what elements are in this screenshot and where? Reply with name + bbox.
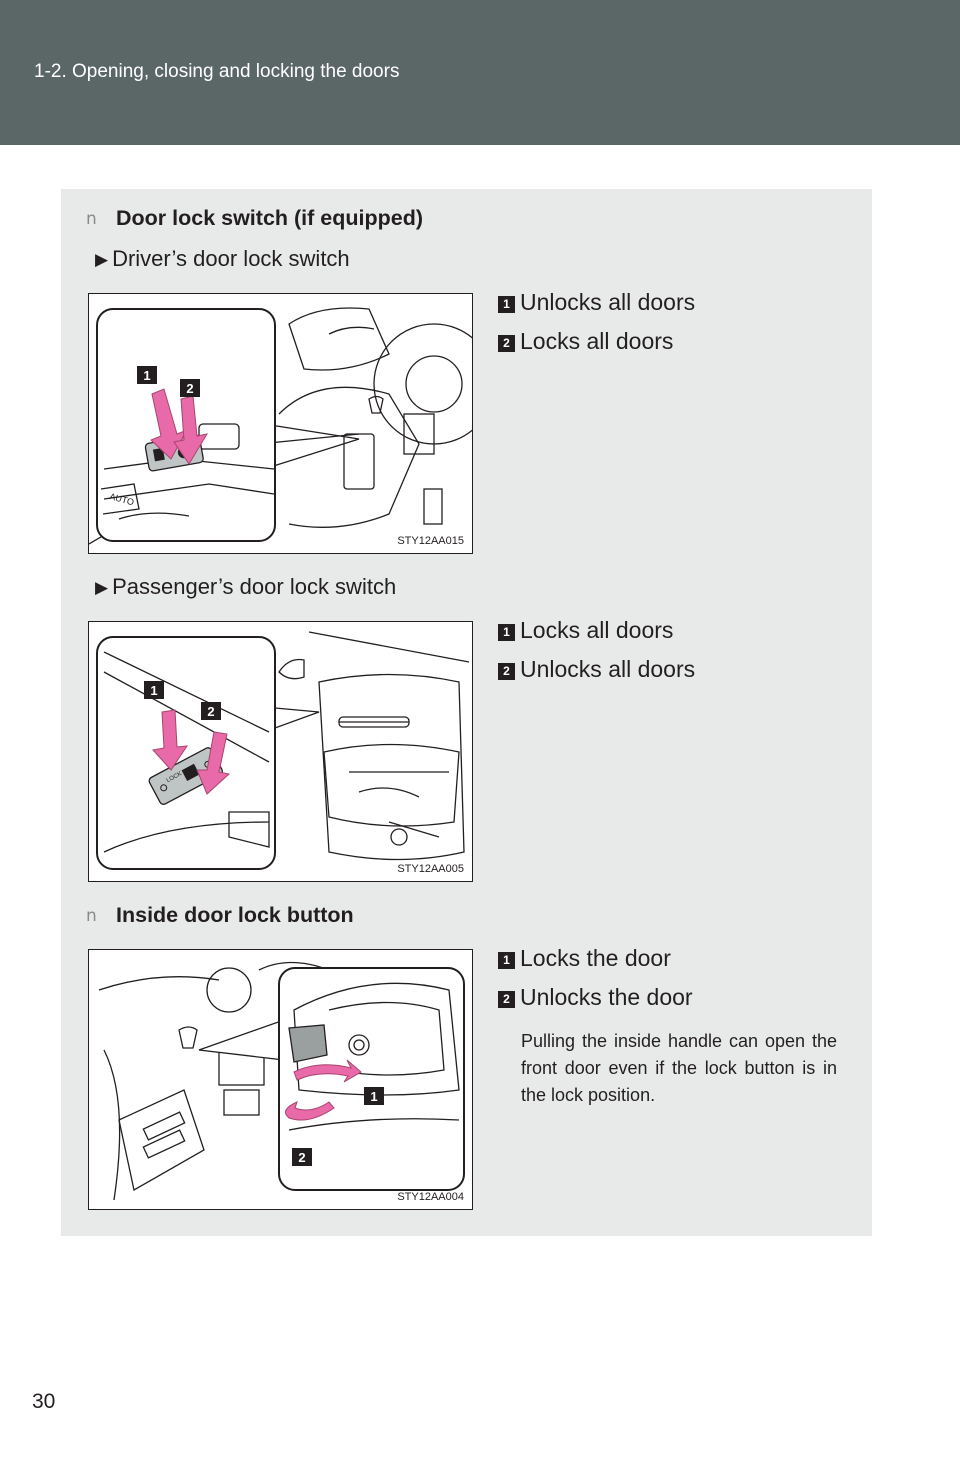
inside-handle-note: Pulling the inside handle can open the f…	[521, 1031, 837, 1105]
figure-code: STY12AA004	[397, 1191, 464, 1203]
figure-code: STY12AA005	[397, 863, 464, 875]
svg-text:1: 1	[143, 368, 150, 383]
svg-text:1: 1	[150, 683, 157, 698]
svg-text:2: 2	[186, 381, 193, 396]
driver-door-illustration: AUTO 1 2	[89, 307, 472, 545]
passenger-door-illustration: LOCK 1 2	[96, 631, 470, 870]
page-number: 30	[32, 1390, 56, 1413]
figure-code: STY12AA015	[397, 535, 464, 547]
section-heading-door-lock-switch: Door lock switch (if equipped)	[116, 206, 423, 230]
section-bullet: n	[86, 906, 97, 926]
svg-text:2: 2	[298, 1150, 305, 1165]
svg-text:1: 1	[370, 1089, 377, 1104]
callout-1	[364, 1087, 384, 1105]
callout-2	[201, 702, 221, 720]
section-heading-inside-lock-button: Inside door lock button	[116, 903, 354, 927]
triangle-bullet-icon: ▶	[95, 250, 109, 269]
passenger-door-lock-figure: LOCK 1 2 STY12AA005	[88, 621, 473, 882]
inside-door-lock-figure: 1 2 STY12AA004	[88, 949, 473, 1210]
driver-door-lock-figure: AUTO 1 2 STY12AA015	[88, 293, 473, 554]
section-bullet: n	[86, 209, 97, 229]
section-title: 1-2. Opening, closing and locking the do…	[34, 61, 400, 82]
driver-switch-label: Driver’s door lock switch	[112, 246, 350, 271]
passenger-switch-subheading: ▶Passenger’s door lock switch	[95, 574, 396, 600]
svg-text:2: 2	[207, 704, 214, 719]
callout-2	[292, 1148, 312, 1166]
inside-door-illustration: 1 2	[98, 961, 465, 1201]
passenger-switch-label: Passenger’s door lock switch	[112, 574, 397, 599]
driver-switch-subheading: ▶Driver’s door lock switch	[95, 246, 350, 272]
triangle-bullet-icon: ▶	[95, 578, 109, 597]
callout-1	[144, 681, 164, 699]
callout-2	[180, 379, 200, 397]
page-header: 1-2. Opening, closing and locking the do…	[0, 0, 960, 145]
callout-1	[137, 366, 157, 384]
